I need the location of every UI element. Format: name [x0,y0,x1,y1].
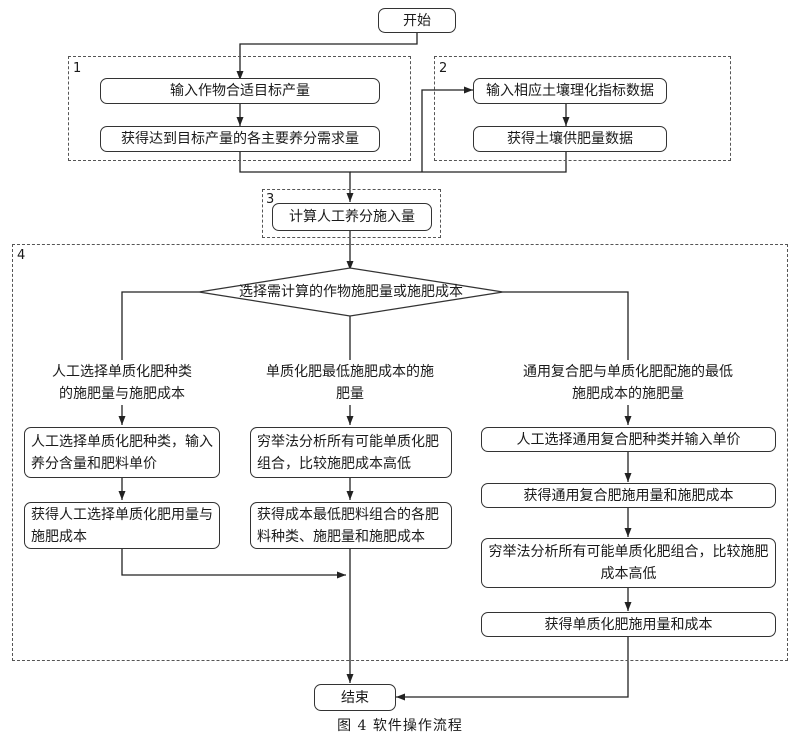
edge-b1-to-join [121,549,346,579]
decision-diamond [198,267,504,317]
group-4-frame [12,244,788,661]
start-node: 开始 [378,8,456,33]
b1-step2-node: 获得人工选择单质化肥用量与施肥成本 [24,502,220,549]
group-4-label: 4 [17,248,26,263]
b1-step1-node: 人工选择单质化肥种类，输入养分含量和肥料单价 [24,427,220,478]
b2-step2-node: 获得成本最低肥料组合的各肥料种类、施肥量和施肥成本 [250,502,452,549]
calc-node: 计算人工养分施入量 [272,203,432,231]
b3-step3-node: 穷举法分析所有可能单质化肥组合，比较施肥成本高低 [481,538,776,588]
b3-step2-node: 获得通用复合肥施用量和施肥成本 [481,483,776,508]
input-yield-node: 输入作物合适目标产量 [100,78,380,104]
edge-decision-left [121,291,199,360]
group-2-label: 2 [439,61,448,76]
end-node: 结束 [314,684,396,711]
b3-step4-node: 获得单质化肥施用量和成本 [481,612,776,637]
branch-3-label: 通用复合肥与单质化肥配施的最低施肥成本的施肥量 [523,364,733,402]
b3-step1-node: 人工选择通用复合肥种类并输入单价 [481,427,776,452]
edge-decision-right [503,291,629,360]
get-demand-node: 获得达到目标产量的各主要养分需求量 [100,126,380,152]
group-1-frame [68,56,411,161]
edge-start-to-yield [236,32,418,80]
b2-step1-node: 穷举法分析所有可能单质化肥组合，比较施肥成本高低 [250,427,452,478]
figure-caption: 图 4 软件操作流程 [337,718,463,734]
group-3-frame [262,189,441,238]
group-3-label: 3 [266,192,275,207]
edge-to-soil [421,86,473,172]
edge-demand-to-calc [239,152,354,202]
input-soil-node: 输入相应土壤理化指标数据 [473,78,667,104]
group-1-label: 1 [73,61,82,76]
branch-1-label: 人工选择单质化肥种类的施肥量与施肥成本 [52,364,192,402]
edge-getsoil-to-calc [350,152,567,173]
group-2-frame [434,56,731,161]
get-soil-node: 获得土壤供肥量数据 [473,126,667,152]
edge-b3-to-end [396,637,629,701]
branch-2-label: 单质化肥最低施肥成本的施肥量 [266,364,434,402]
decision-label: 选择需计算的作物施肥量或施肥成本 [239,284,463,300]
